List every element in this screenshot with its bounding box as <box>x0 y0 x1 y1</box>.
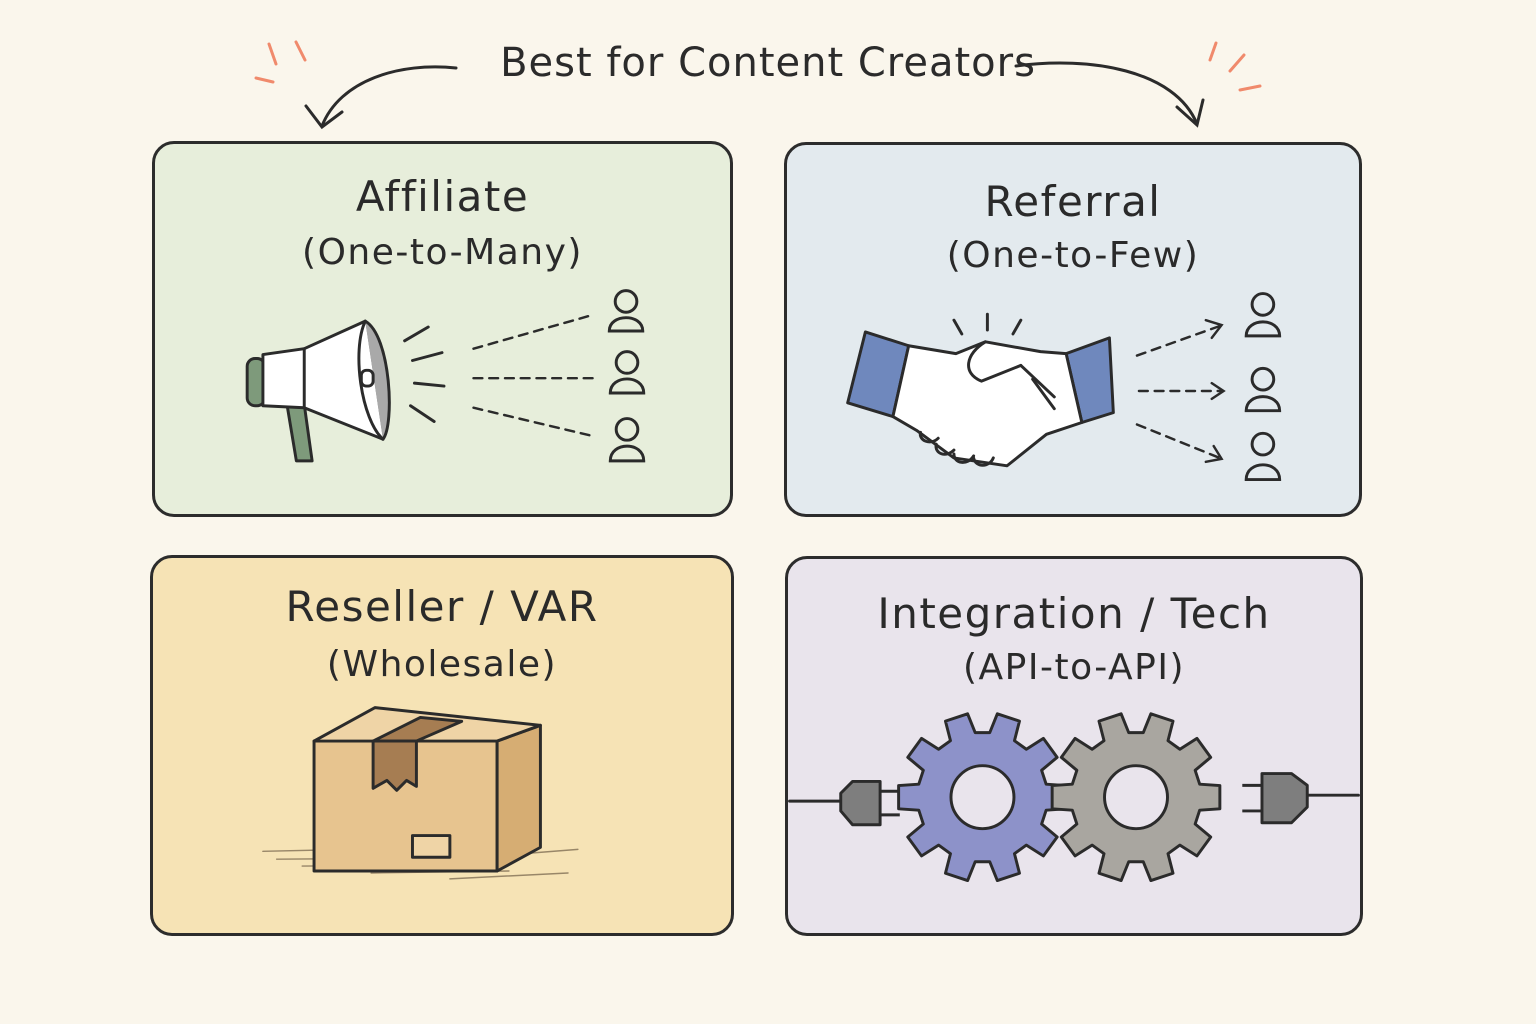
person-icon <box>608 350 646 395</box>
card-title: Referral <box>984 177 1162 226</box>
card-title: Reseller / VAR <box>285 582 599 631</box>
person-icon <box>1244 292 1282 338</box>
person-icon <box>608 417 646 463</box>
card-subtitle: (One-to-Few) <box>946 235 1200 276</box>
card-title: Integration / Tech <box>877 589 1271 638</box>
handshake-icon <box>846 330 1115 468</box>
card-title: Affiliate <box>355 172 530 221</box>
header-title: Best for Content Creators <box>500 40 1036 86</box>
gear-hole <box>1103 764 1169 831</box>
dashed-connector-icon <box>472 313 597 437</box>
person-icon <box>1244 366 1282 413</box>
integration-illustration <box>788 712 1360 883</box>
referral-card: Referral (One-to-Few) <box>784 142 1362 517</box>
spark-icon <box>952 312 1023 336</box>
card-subtitle: (One-to-Many) <box>302 232 583 273</box>
reseller-illustration <box>262 706 579 880</box>
person-icon <box>607 289 645 333</box>
affiliate-illustration <box>245 289 646 463</box>
referral-illustration <box>846 292 1282 482</box>
plug-icon <box>839 779 900 827</box>
gear-icon <box>1050 712 1222 883</box>
gear-icon <box>897 712 1068 883</box>
arrowhead-icon <box>1204 318 1226 464</box>
reseller-card: Reseller / VAR (Wholesale) <box>150 555 734 936</box>
card-subtitle: (Wholesale) <box>326 644 558 685</box>
megaphone-icon <box>245 319 391 463</box>
sound-lines-icon <box>403 325 446 423</box>
dashed-arrow-icon <box>1135 324 1223 460</box>
gear-hole <box>949 764 1016 831</box>
card-subtitle: (API-to-API) <box>963 647 1185 688</box>
integration-card: Integration / Tech (API-to-API) <box>785 556 1363 936</box>
cable-icon <box>788 793 1360 803</box>
affiliate-card: Affiliate (One-to-Many) <box>152 141 733 517</box>
plug-icon <box>1242 772 1309 825</box>
person-icon <box>1244 431 1282 482</box>
box-icon <box>312 706 542 873</box>
